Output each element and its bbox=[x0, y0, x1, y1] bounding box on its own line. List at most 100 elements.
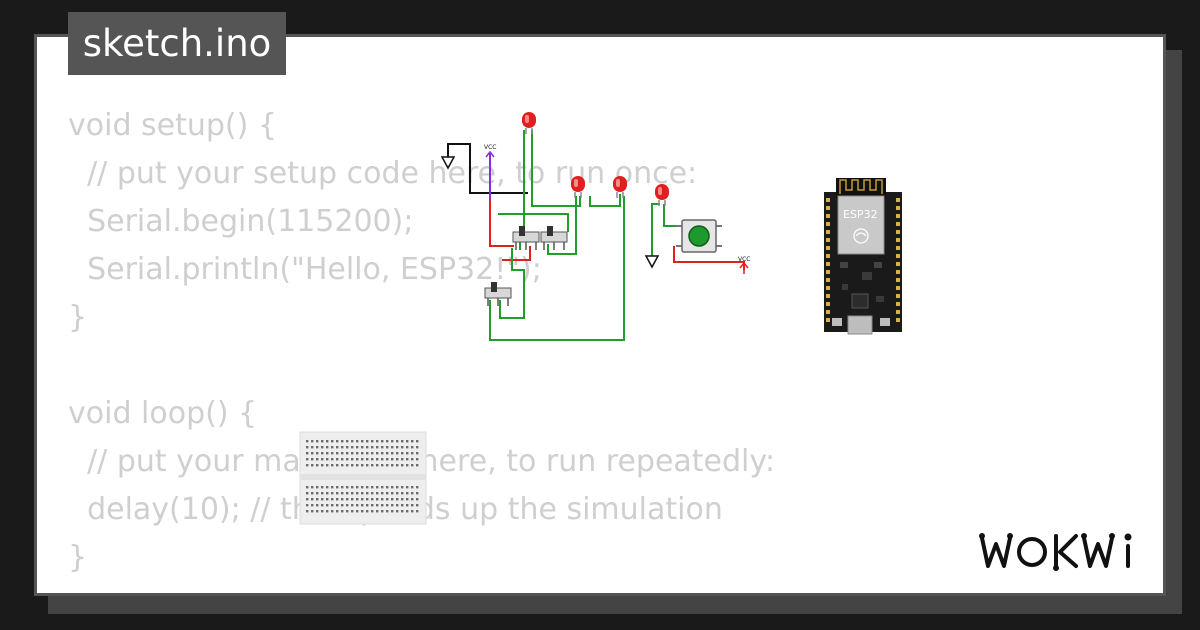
breadboard-hole bbox=[371, 440, 374, 443]
breadboard-hole bbox=[396, 492, 399, 495]
breadboard-hole bbox=[411, 510, 414, 513]
breadboard-hole bbox=[406, 440, 409, 443]
led bbox=[613, 176, 627, 198]
breadboard-hole bbox=[396, 446, 399, 449]
breadboard-hole bbox=[331, 486, 334, 489]
breadboard-hole bbox=[416, 452, 419, 455]
ground-symbol bbox=[440, 156, 456, 170]
breadboard-hole bbox=[396, 486, 399, 489]
breadboard-hole bbox=[311, 452, 314, 455]
breadboard-hole bbox=[411, 486, 414, 489]
breadboard-hole bbox=[336, 464, 339, 467]
breadboard-hole bbox=[331, 452, 334, 455]
breadboard-hole bbox=[381, 440, 384, 443]
breadboard-hole bbox=[356, 486, 359, 489]
breadboard-hole bbox=[361, 440, 364, 443]
breadboard-hole bbox=[316, 504, 319, 507]
breadboard-hole bbox=[351, 486, 354, 489]
breadboard-hole bbox=[376, 492, 379, 495]
breadboard-hole bbox=[341, 458, 344, 461]
breadboard-hole bbox=[386, 498, 389, 501]
usb-port bbox=[847, 315, 873, 335]
vcc-label: VCC bbox=[484, 144, 496, 151]
breadboard-hole bbox=[381, 452, 384, 455]
breadboard-hole bbox=[406, 504, 409, 507]
breadboard-hole bbox=[346, 458, 349, 461]
breadboard-hole bbox=[381, 510, 384, 513]
breadboard-hole bbox=[356, 440, 359, 443]
code-line: void loop() { bbox=[68, 396, 258, 431]
breadboard-hole bbox=[416, 440, 419, 443]
breadboard-hole bbox=[341, 498, 344, 501]
breadboard-hole bbox=[321, 504, 324, 507]
breadboard-hole bbox=[306, 510, 309, 513]
breadboard-hole bbox=[416, 492, 419, 495]
breadboard-hole bbox=[321, 458, 324, 461]
breadboard-hole bbox=[331, 458, 334, 461]
chip bbox=[851, 293, 869, 309]
breadboard-hole bbox=[361, 492, 364, 495]
breadboard-hole bbox=[391, 458, 394, 461]
antenna-trace bbox=[839, 179, 883, 194]
breadboard-holes bbox=[306, 440, 419, 513]
breadboard-hole bbox=[316, 464, 319, 467]
breadboard-hole bbox=[396, 452, 399, 455]
boot-button bbox=[832, 318, 842, 326]
breadboard-hole bbox=[326, 492, 329, 495]
breadboard-hole bbox=[376, 498, 379, 501]
file-tab-title: sketch.ino bbox=[68, 12, 286, 75]
breadboard-hole bbox=[356, 492, 359, 495]
breadboard-hole bbox=[346, 452, 349, 455]
breadboard-hole bbox=[361, 498, 364, 501]
breadboard-hole bbox=[306, 498, 309, 501]
reset-button bbox=[880, 318, 890, 326]
breadboard-hole bbox=[406, 492, 409, 495]
breadboard-hole bbox=[406, 446, 409, 449]
breadboard-hole bbox=[326, 446, 329, 449]
breadboard-hole bbox=[381, 492, 384, 495]
breadboard-hole bbox=[411, 440, 414, 443]
breadboard-hole bbox=[331, 440, 334, 443]
breadboard-hole bbox=[341, 492, 344, 495]
green-wire bbox=[489, 196, 625, 341]
code-line: } bbox=[68, 300, 88, 335]
breadboard-hole bbox=[386, 486, 389, 489]
breadboard-hole bbox=[306, 458, 309, 461]
green-wire bbox=[498, 213, 569, 232]
breadboard-hole bbox=[326, 504, 329, 507]
breadboard-hole bbox=[346, 498, 349, 501]
breadboard-hole bbox=[351, 492, 354, 495]
breadboard-hole bbox=[341, 504, 344, 507]
wokwi-logo bbox=[979, 533, 1132, 571]
breadboard-hole bbox=[316, 440, 319, 443]
led bbox=[571, 176, 585, 198]
green-wire bbox=[651, 203, 660, 256]
breadboard-hole bbox=[311, 464, 314, 467]
breadboard-hole bbox=[346, 504, 349, 507]
breadboard-hole bbox=[321, 510, 324, 513]
smd-part bbox=[862, 272, 872, 280]
breadboard-hole bbox=[321, 486, 324, 489]
breadboard-hole bbox=[386, 504, 389, 507]
breadboard-hole bbox=[391, 504, 394, 507]
breadboard-hole bbox=[306, 492, 309, 495]
breadboard-hole bbox=[336, 458, 339, 461]
breadboard-hole bbox=[341, 446, 344, 449]
breadboard-hole bbox=[406, 464, 409, 467]
breadboard-hole bbox=[311, 504, 314, 507]
breadboard-hole bbox=[341, 510, 344, 513]
breadboard-hole bbox=[366, 446, 369, 449]
breadboard-hole bbox=[356, 452, 359, 455]
breadboard-hole bbox=[321, 440, 324, 443]
breadboard-hole bbox=[371, 452, 374, 455]
breadboard-hole bbox=[341, 452, 344, 455]
breadboard-hole bbox=[411, 446, 414, 449]
breadboard-hole bbox=[416, 504, 419, 507]
ground-wire bbox=[447, 143, 528, 194]
breadboard-hole bbox=[376, 486, 379, 489]
breadboard-hole bbox=[376, 464, 379, 467]
breadboard-hole bbox=[396, 504, 399, 507]
breadboard-hole bbox=[401, 492, 404, 495]
breadboard-hole bbox=[311, 492, 314, 495]
breadboard-hole bbox=[366, 486, 369, 489]
